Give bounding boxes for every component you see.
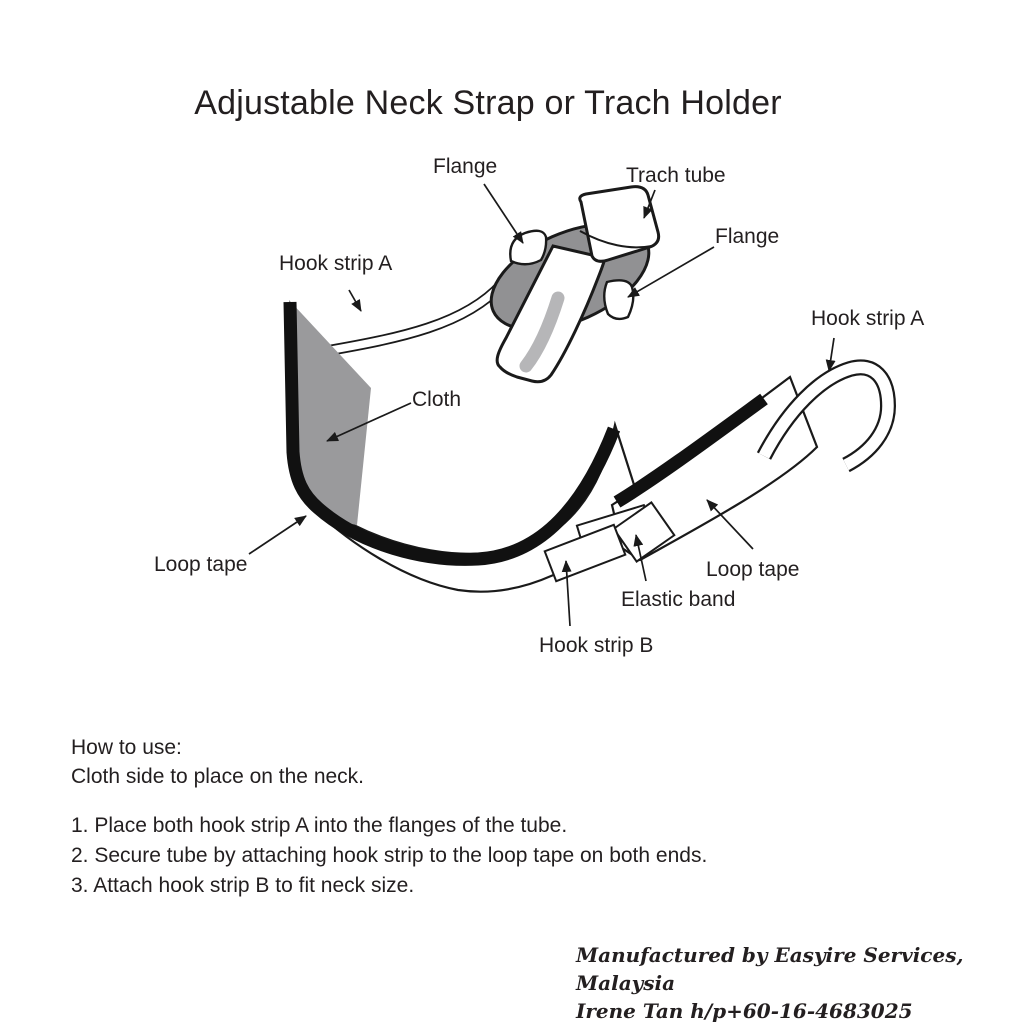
arrow-loop-tape-right — [706, 499, 754, 550]
loop-tape-left-shape — [283, 301, 621, 566]
arrow-cloth — [326, 402, 412, 442]
arrow-loop-tape-left — [248, 515, 307, 555]
tube-connector-seam — [579, 230, 653, 249]
label-cloth: Cloth — [412, 388, 462, 411]
arrow-flange-right — [627, 246, 715, 298]
manufacturer-info: Manufactured by Easyire Services, Malays… — [576, 941, 1024, 1024]
label-elastic-band: Elastic band — [621, 588, 736, 611]
hook-strip-a-left-shape — [325, 280, 507, 357]
flange-right-eyelet — [603, 279, 635, 321]
instructions-steps: 1. Place both hook strip A into the flan… — [71, 811, 707, 901]
arrow-hook-strip-a-left — [348, 289, 362, 312]
label-trach-tube: Trach tube — [626, 164, 726, 187]
flange-left-eyelet — [509, 229, 548, 266]
label-hook-strip-a-right: Hook strip A — [811, 307, 925, 330]
manufacturer-line: Manufactured by Easyire Services, Malays… — [576, 943, 964, 995]
elastic-band-shape — [612, 501, 676, 563]
label-hook-strip-a-left: Hook strip A — [279, 252, 393, 275]
hook-strip-a-right-shape — [756, 359, 897, 473]
label-loop-tape-left: Loop tape — [154, 553, 248, 576]
tube-highlight-stripe — [519, 291, 565, 373]
page-title: Adjustable Neck Strap or Trach Holder — [194, 84, 782, 122]
label-hook-strip-b: Hook strip B — [539, 634, 654, 657]
loop-tape-right-shape — [613, 393, 768, 508]
arrow-hook-strip-b — [561, 560, 572, 627]
arrow-trach-tube — [643, 189, 656, 219]
arrow-hook-strip-a-right — [825, 337, 836, 372]
tube-connector — [578, 185, 661, 263]
cloth-shape — [289, 300, 371, 525]
instruction-step: 2. Secure tube by attaching hook strip t… — [71, 844, 708, 867]
label-flange-left: Flange — [433, 155, 498, 178]
instructions: How to use: Cloth side to place on the n… — [71, 733, 707, 901]
arrow-elastic-band — [633, 534, 647, 582]
arrow-flange-left — [483, 183, 524, 244]
label-flange-right: Flange — [715, 225, 780, 248]
instruction-step: 1. Place both hook strip A into the flan… — [71, 814, 568, 837]
instruction-step: 3. Attach hook strip B to fit neck size. — [71, 874, 415, 897]
manufacturer-contact: Irene Tan h/p+60-16-4683025 — [576, 999, 913, 1023]
instructions-heading: How to use: — [71, 736, 182, 759]
pointer-arrows — [248, 183, 836, 627]
trach-tube-shape — [495, 185, 661, 384]
instructions-subheading: Cloth side to place on the neck. — [71, 765, 365, 788]
label-loop-tape-right: Loop tape — [706, 558, 800, 581]
